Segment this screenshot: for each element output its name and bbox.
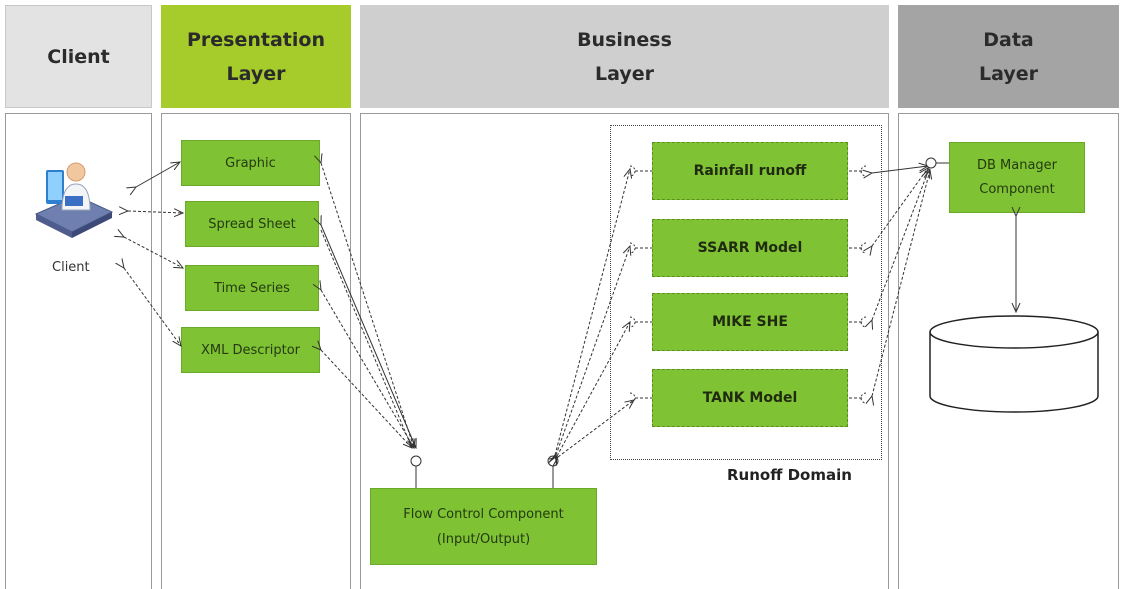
- graphic-component: Graphic: [181, 140, 320, 186]
- mike-she-model: MIKE SHE: [652, 293, 848, 351]
- db-manager-line2: Component: [979, 181, 1055, 197]
- data-layer-header: Data Layer: [898, 5, 1119, 108]
- db-manager-line1: DB Manager: [976, 157, 1058, 173]
- flow-control-line2: (Input/Output): [436, 531, 531, 547]
- runoff-domain-label: Runoff Domain: [727, 466, 852, 484]
- client-header: Client: [5, 5, 152, 108]
- ssarr-model: SSARR Model: [652, 219, 848, 277]
- flow-control-component: Flow Control Component (Input/Output): [370, 488, 597, 565]
- client-label: Client: [52, 260, 90, 275]
- client-user-computer-icon: [32, 152, 114, 242]
- xml-descriptor-component: XML Descriptor: [181, 327, 320, 373]
- database-cylinder-icon: [928, 314, 1100, 414]
- presentation-layer-header: Presentation Layer: [161, 5, 351, 108]
- tank-model: TANK Model: [652, 369, 848, 427]
- spread-sheet-component: Spread Sheet: [185, 201, 319, 247]
- db-manager-component: DB Manager Component: [949, 142, 1085, 213]
- rainfall-runoff-model: Rainfall runoff: [652, 142, 848, 200]
- business-layer-header: Business Layer: [360, 5, 889, 108]
- flow-control-line1: Flow Control Component: [403, 506, 564, 522]
